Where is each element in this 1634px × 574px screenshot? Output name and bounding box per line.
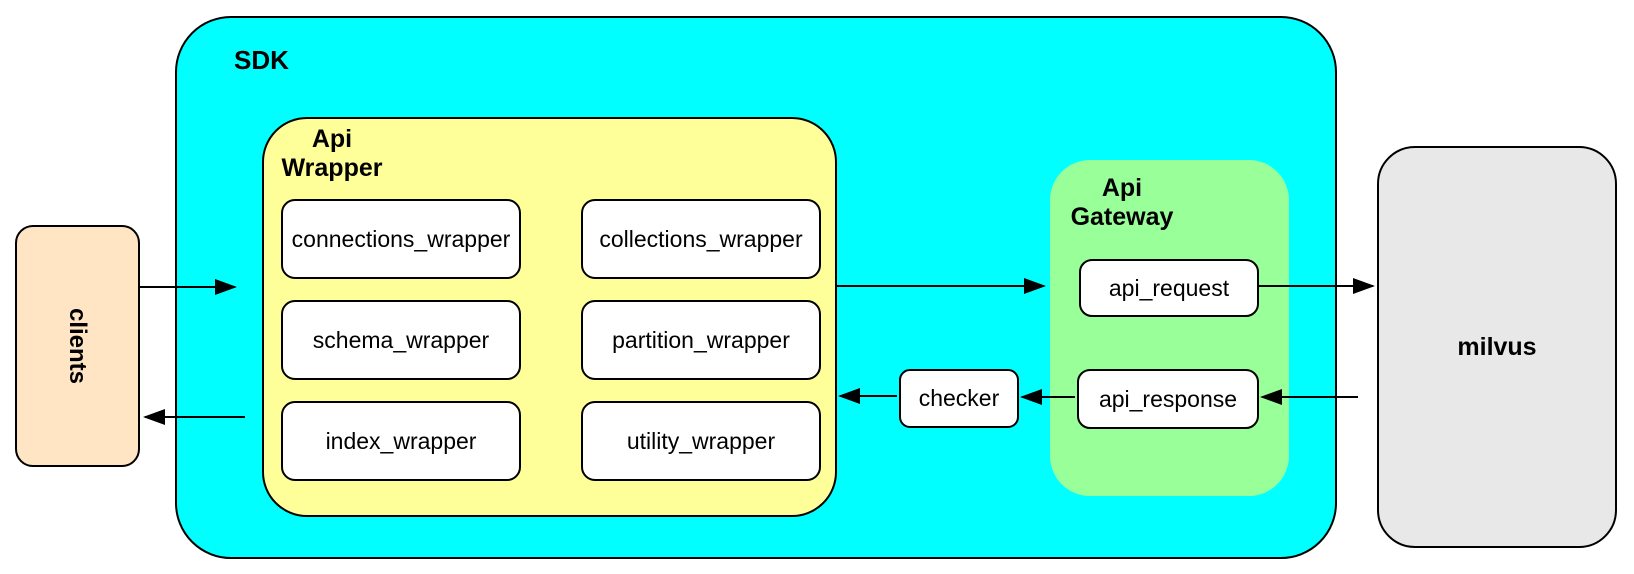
collections-wrapper-box: collections_wrapper	[581, 199, 821, 279]
api-request-box: api_request	[1079, 259, 1259, 317]
api-gateway-label-line2: Gateway	[1070, 203, 1174, 231]
partition-wrapper-box: partition_wrapper	[581, 300, 821, 380]
connections-wrapper-box: connections_wrapper	[281, 199, 521, 279]
api-gateway-label: Api Gateway	[1066, 174, 1178, 232]
checker-box: checker	[899, 369, 1019, 428]
clients-label: clients	[64, 307, 92, 385]
milvus-box: milvus	[1377, 146, 1617, 548]
api-wrapper-label-line1: Api	[311, 125, 353, 153]
api-gateway-box: Api Gateway api_request api_response	[1050, 160, 1289, 496]
schema-wrapper-box: schema_wrapper	[281, 300, 521, 380]
utility-wrapper-box: utility_wrapper	[581, 401, 821, 481]
api-gateway-label-line1: Api	[1101, 174, 1143, 202]
sdk-box: SDK Api Wrapper connections_wrapper coll…	[175, 16, 1337, 559]
sdk-label: SDK	[234, 45, 289, 75]
clients-box: clients	[15, 225, 140, 467]
api-wrapper-box: Api Wrapper connections_wrapper collecti…	[262, 117, 837, 517]
index-wrapper-box: index_wrapper	[281, 401, 521, 481]
api-wrapper-label-line2: Wrapper	[281, 154, 383, 182]
api-wrapper-label: Api Wrapper	[276, 125, 388, 183]
api-response-box: api_response	[1077, 369, 1259, 429]
